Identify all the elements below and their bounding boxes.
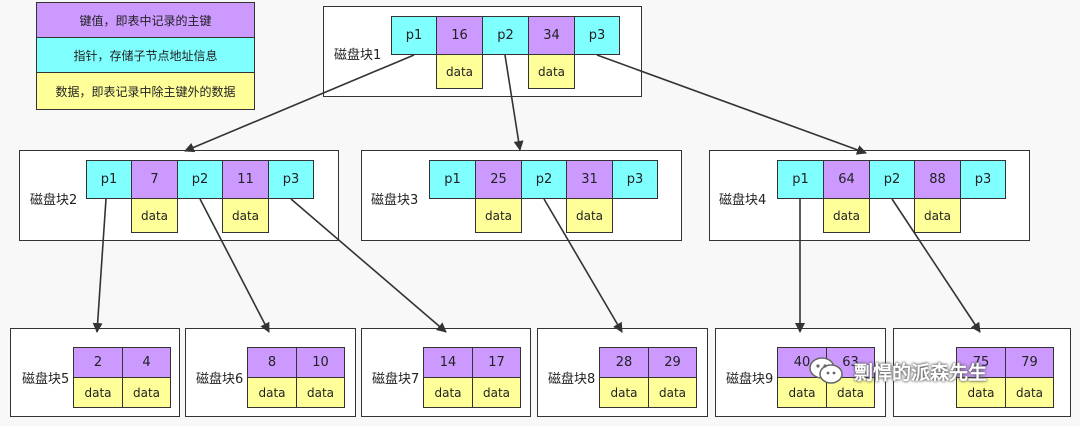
pointer-cell: p3 xyxy=(574,16,620,55)
data-cell: data xyxy=(475,198,522,233)
data-cell: data xyxy=(956,377,1006,408)
data-cell: data xyxy=(648,377,697,408)
data-cell: data xyxy=(914,198,961,233)
data-cell: data xyxy=(423,377,473,408)
data-cell: data xyxy=(823,198,870,233)
arrow-b3-p2 xyxy=(543,198,623,333)
pointer-cell: p3 xyxy=(268,160,314,199)
data-cell: data xyxy=(222,198,269,233)
watermark-text: 剽悍的派森先生 xyxy=(854,361,988,384)
pointer-cell: p2 xyxy=(482,16,529,55)
legend-data: 数据，即表记录中除主键外的数据 xyxy=(36,72,255,110)
arrow-b1-p3 xyxy=(596,54,867,155)
block-label-7: 磁盘块7 xyxy=(372,372,420,387)
key-cell: 11 xyxy=(222,160,269,199)
arrow-b2-p2 xyxy=(199,198,270,333)
watermark: 剽悍的派森先生 xyxy=(808,356,987,386)
arrow-b2-p1 xyxy=(92,198,107,333)
data-cell: data xyxy=(472,377,521,408)
block-label-9: 磁盘块9 xyxy=(726,372,774,387)
arrow-b1-p2 xyxy=(504,54,524,151)
pointer-cell: p1 xyxy=(429,160,476,199)
key-cell: 14 xyxy=(423,347,473,378)
key-cell: 75 xyxy=(956,347,1006,378)
data-cell: data xyxy=(131,198,178,233)
pointer-cell: p2 xyxy=(177,160,223,199)
pointer-cell: p3 xyxy=(612,160,658,199)
key-cell: 88 xyxy=(914,160,961,199)
block-label-6: 磁盘块6 xyxy=(196,372,244,387)
block-label-1: 磁盘块1 xyxy=(334,48,382,63)
key-cell: 79 xyxy=(1005,347,1054,378)
arrow-b4-p2 xyxy=(891,198,981,333)
data-cell: data xyxy=(73,377,123,408)
arrow-b1-p1 xyxy=(184,54,415,153)
data-cell: data xyxy=(122,377,171,408)
data-cell: data xyxy=(528,54,575,89)
key-cell: 7 xyxy=(131,160,178,199)
block-label-5: 磁盘块5 xyxy=(22,372,70,387)
arrow-b2-p3 xyxy=(290,198,447,333)
block-label-4: 磁盘块4 xyxy=(719,193,767,208)
key-cell: 2 xyxy=(73,347,123,378)
data-cell: data xyxy=(599,377,649,408)
wechat-icon xyxy=(809,357,843,384)
block-label-8: 磁盘块8 xyxy=(548,372,596,387)
pointer-cell: p1 xyxy=(86,160,132,199)
pointer-cell: p1 xyxy=(391,16,437,55)
data-cell: data xyxy=(1005,377,1054,408)
data-cell: data xyxy=(566,198,613,233)
block-label-3: 磁盘块3 xyxy=(371,193,419,208)
pointer-cell: p1 xyxy=(777,160,824,199)
key-cell: 25 xyxy=(475,160,522,199)
legend-key: 键值，即表中记录的主键 xyxy=(36,2,255,39)
data-cell: data xyxy=(826,377,875,408)
block-label-2: 磁盘块2 xyxy=(30,193,78,208)
key-cell: 64 xyxy=(823,160,870,199)
pointer-cell: p2 xyxy=(521,160,567,199)
data-cell: data xyxy=(296,377,345,408)
pointer-cell: p3 xyxy=(960,160,1006,199)
key-cell: 31 xyxy=(566,160,613,199)
data-cell: data xyxy=(436,54,483,89)
